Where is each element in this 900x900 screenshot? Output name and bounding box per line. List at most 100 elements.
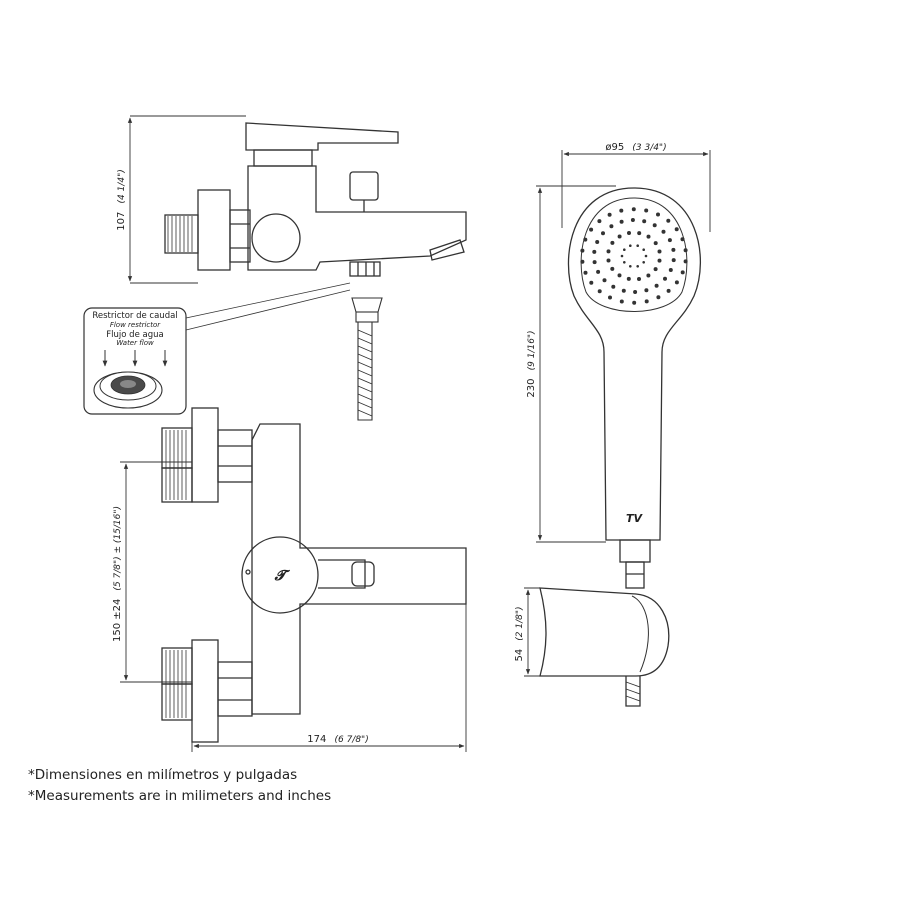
- shower-logo-icon: TV: [626, 512, 644, 525]
- nozzle-dot: [671, 258, 676, 263]
- nozzle-dot: [597, 289, 602, 294]
- nozzle-dot: [617, 234, 622, 239]
- nozzle-dot: [620, 254, 624, 258]
- dim-107-label: 107 (4 1/4"): [109, 169, 128, 230]
- dimension-107: [127, 115, 246, 284]
- nozzle-dot: [631, 207, 636, 212]
- nozzle-dot: [619, 219, 624, 224]
- nozzle-dot: [654, 283, 659, 288]
- note-spanish: *Dimensiones en milímetros y pulgadas: [28, 767, 298, 783]
- measurement-notes: *Dimensiones en milímetros y pulgadas *M…: [28, 765, 331, 807]
- nozzle-dot: [583, 270, 588, 275]
- dimension-150: [120, 461, 192, 683]
- mixer-front-view: [161, 407, 467, 743]
- dimension-230: [536, 185, 616, 543]
- nozzle-dot: [653, 267, 658, 272]
- nozzle-dot: [627, 231, 631, 235]
- nozzle-dot: [644, 208, 649, 213]
- hose-top-coil: [357, 329, 373, 417]
- nozzle-dot: [674, 280, 679, 285]
- nozzle-dot: [623, 248, 626, 251]
- nozzle-dot: [642, 219, 647, 224]
- nozzle-dot: [629, 244, 632, 247]
- nozzle-dot: [611, 284, 616, 289]
- nozzle-dot: [644, 299, 649, 304]
- nozzle-dot: [683, 248, 688, 253]
- nozzle-dot: [680, 237, 685, 242]
- nozzle-dot: [657, 249, 662, 254]
- nozzle-dot: [619, 299, 624, 304]
- nozzle-dot: [636, 265, 639, 268]
- dim-174-label: 174 (6 7/8"): [307, 727, 368, 746]
- nozzle-dot: [626, 276, 631, 281]
- dim-150-label: 150 ±24 (5 7/8") ± (15/16"): [105, 506, 124, 642]
- nozzle-dot: [637, 231, 642, 236]
- nozzle-dot: [683, 259, 688, 264]
- hose-top: [351, 297, 383, 421]
- nozzle-dot: [646, 234, 651, 239]
- detail-line3: Flujo de agua: [106, 330, 163, 340]
- flow-arrows-icon: [102, 350, 168, 367]
- restrictor-disc-icon: [93, 371, 163, 409]
- nozzle-dot: [644, 254, 648, 258]
- nozzle-dot: [636, 244, 639, 247]
- nozzle-dot: [609, 224, 614, 229]
- nozzle-dot: [652, 223, 657, 228]
- nozzle-dot: [589, 280, 594, 285]
- dimension-54: [524, 587, 542, 677]
- nozzle-dot: [642, 261, 645, 264]
- nozzle-dot: [633, 290, 638, 294]
- nozzle-dot: [630, 218, 635, 222]
- detail-line1: Restrictor de caudal: [92, 311, 177, 321]
- note-english: *Measurements are in milimeters and inch…: [28, 788, 332, 804]
- nozzle-dot: [621, 288, 626, 293]
- nozzle-dot: [661, 229, 666, 234]
- nozzle-dot: [589, 227, 594, 232]
- nozzle-dot: [601, 231, 605, 236]
- dim-95-label: ø95 (3 3/4"): [605, 135, 666, 154]
- nozzle-dot: [623, 261, 626, 264]
- nozzle-dot: [642, 248, 645, 251]
- detail-line2: Flow restrictor: [110, 321, 161, 329]
- nozzle-dot: [644, 288, 649, 293]
- nozzle-dot: [592, 260, 597, 265]
- nozzle-dot: [607, 212, 612, 217]
- nozzle-dot: [646, 273, 651, 278]
- nozzle-dot: [680, 270, 685, 275]
- nozzle-dot: [608, 295, 612, 300]
- nozzle-dot: [606, 249, 611, 254]
- nozzle-dot: [596, 269, 601, 274]
- nozzle-dot: [619, 208, 624, 213]
- nozzle-dot: [657, 258, 662, 263]
- nozzle-dot: [610, 266, 615, 271]
- nozzle-dot: [656, 212, 660, 217]
- nozzle-dot: [592, 249, 597, 254]
- nozzle-dot: [671, 247, 676, 252]
- thread-hatch-top: [167, 216, 193, 252]
- nozzle-dot: [602, 278, 607, 283]
- detail-leader: [185, 282, 351, 331]
- mixer-side-view: [164, 122, 467, 277]
- nozzle-dot: [667, 238, 672, 243]
- nozzle-dot: [668, 268, 673, 272]
- nozzle-dot: [595, 240, 600, 244]
- nozzle-dot: [666, 288, 671, 293]
- restrictor-detail: Restrictor de caudal Flow restrictor Flu…: [83, 307, 187, 415]
- nozzle-dot: [637, 277, 641, 281]
- nozzle-dot: [656, 295, 661, 300]
- nozzle-dot: [653, 241, 658, 246]
- hand-shower: [567, 187, 701, 589]
- nozzle-dot: [629, 265, 632, 268]
- shower-holder: [539, 587, 670, 707]
- nozzle-dot: [610, 240, 615, 245]
- dim-54-label: 54 (2 1/8"): [507, 606, 526, 661]
- nozzle-dot: [666, 218, 671, 223]
- detail-line4: Water flow: [116, 339, 154, 347]
- thread-hatch-front: [165, 430, 187, 718]
- nozzle-dot: [606, 258, 611, 263]
- dimension-95: [561, 150, 711, 232]
- brand-logo-icon: 𝓣: [274, 568, 291, 584]
- nozzle-dot: [674, 227, 679, 232]
- nozzle-dot: [580, 248, 585, 253]
